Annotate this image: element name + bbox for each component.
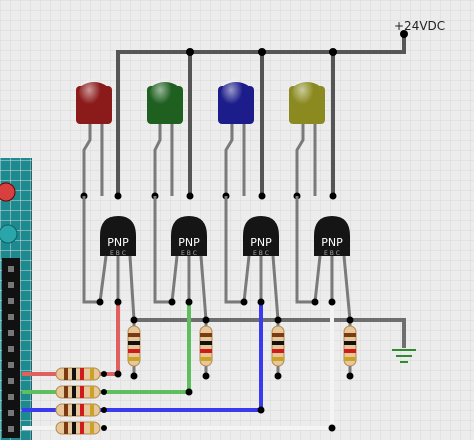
transistor-label: PNP bbox=[178, 236, 200, 249]
junction-dot bbox=[186, 48, 194, 56]
transistor-4[interactable]: PNP E B C bbox=[314, 216, 350, 257]
transistor-2[interactable]: PNP E B C bbox=[171, 216, 207, 257]
transistor-label: PNP bbox=[321, 236, 343, 249]
ground-rail[interactable] bbox=[134, 318, 406, 348]
resistor-v-4[interactable] bbox=[343, 325, 357, 367]
transistor-1[interactable]: PNP E B C bbox=[100, 216, 136, 257]
junction-dot bbox=[258, 48, 266, 56]
led-yellow[interactable] bbox=[289, 78, 325, 124]
transistor-pins: E B C bbox=[181, 250, 197, 257]
resistor-h-4[interactable] bbox=[55, 421, 101, 435]
board-led bbox=[0, 224, 18, 244]
resistor-v-3[interactable] bbox=[271, 325, 285, 367]
supply-label: +24VDC bbox=[394, 19, 445, 33]
transistor-3[interactable]: PNP E B C bbox=[243, 216, 279, 257]
transistor-pins: E B C bbox=[324, 250, 340, 257]
transistor-label: PNP bbox=[107, 236, 129, 249]
resistor-v-1[interactable] bbox=[127, 325, 141, 367]
transistor-pins: E B C bbox=[253, 250, 269, 257]
resistor-h-2[interactable] bbox=[55, 385, 101, 399]
resistor-h-3[interactable] bbox=[55, 403, 101, 417]
led-green[interactable] bbox=[147, 78, 183, 124]
led-red[interactable] bbox=[76, 78, 112, 124]
led-blue[interactable] bbox=[218, 78, 254, 124]
junction-dot bbox=[329, 48, 337, 56]
supply-terminal[interactable] bbox=[400, 30, 408, 38]
board-header bbox=[0, 182, 20, 438]
transistor-label: PNP bbox=[250, 236, 272, 249]
ground-symbol bbox=[392, 349, 416, 363]
resistor-v-2[interactable] bbox=[199, 325, 213, 367]
resistor-h-1[interactable] bbox=[55, 367, 101, 381]
reset-button[interactable] bbox=[0, 182, 16, 202]
transistor-pins: E B C bbox=[110, 250, 126, 257]
